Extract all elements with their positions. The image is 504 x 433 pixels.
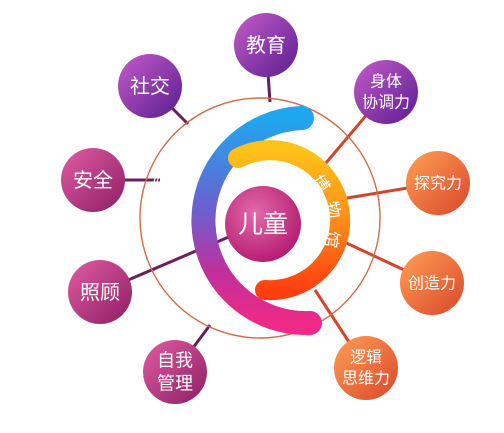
node-social-label: 社交 bbox=[130, 74, 170, 98]
node-logic-thinking-line-2: 思维力 bbox=[342, 369, 390, 388]
node-exploration: 探究力 bbox=[406, 151, 470, 215]
node-exploration-label: 探究力 bbox=[414, 174, 462, 193]
museum-char-2: 物 bbox=[320, 200, 343, 221]
node-self-management-line-2: 管理 bbox=[157, 374, 193, 395]
node-safety-label: 安全 bbox=[73, 168, 113, 192]
node-body-coordination-line-2: 协调力 bbox=[362, 93, 410, 112]
center-label: 儿童 bbox=[238, 210, 288, 239]
node-education: 教育 bbox=[234, 13, 298, 77]
node-social: 社交 bbox=[118, 54, 182, 118]
kindergarten-char-1: 幼 bbox=[144, 231, 167, 252]
node-safety: 安全 bbox=[61, 148, 125, 212]
kindergarten-char-2: 儿 bbox=[146, 201, 168, 220]
museum-arc bbox=[228, 140, 351, 301]
kindergarten-arc bbox=[191, 106, 322, 336]
kindergarten-label: 幼 儿 园 bbox=[144, 169, 175, 252]
node-self-management-line-1: 自我 bbox=[157, 351, 193, 372]
node-body-coordination: 身体 协调力 bbox=[354, 60, 418, 124]
node-logic-thinking: 逻辑 思维力 bbox=[334, 336, 398, 400]
node-creativity: 创造力 bbox=[400, 251, 464, 315]
node-body-coordination-line-1: 身体 bbox=[370, 72, 402, 91]
node-care-label: 照顾 bbox=[80, 280, 120, 304]
node-self-management: 自我 管理 bbox=[143, 340, 207, 404]
node-care: 照顾 bbox=[68, 260, 132, 324]
outer-ring bbox=[139, 97, 381, 339]
node-education-label: 教育 bbox=[246, 33, 286, 57]
museum-char-3: 馆 bbox=[320, 229, 343, 249]
node-logic-thinking-line-1: 逻辑 bbox=[350, 348, 382, 367]
kindergarten-char-3: 园 bbox=[151, 169, 176, 192]
center-node: 儿童 bbox=[225, 186, 301, 262]
node-creativity-label: 创造力 bbox=[408, 274, 456, 293]
